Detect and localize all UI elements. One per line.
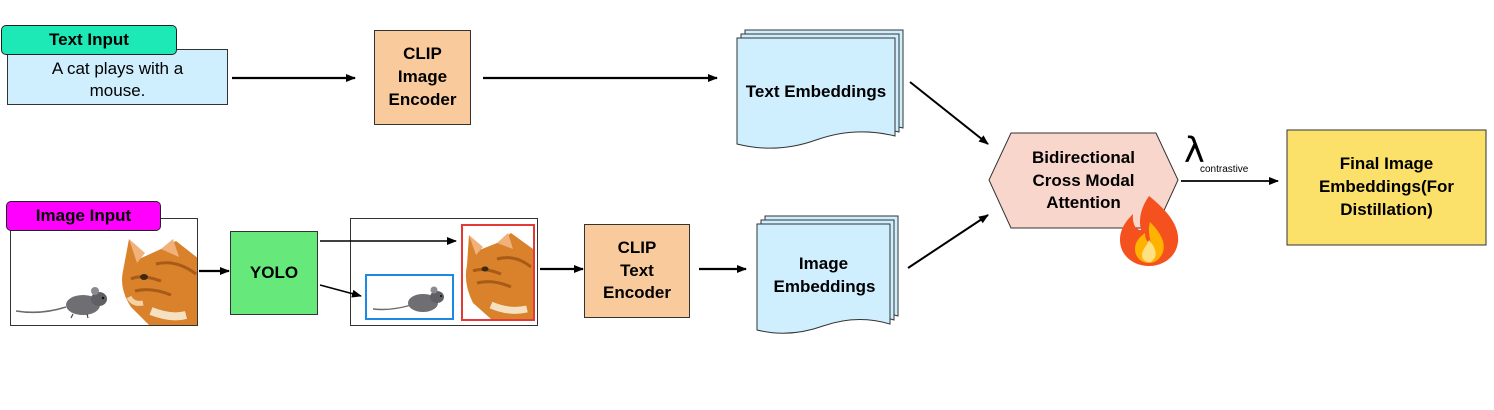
text-input-box: A cat plays with a mouse. [7, 49, 228, 105]
clip-image-encoder-node: CLIP Image Encoder [374, 30, 471, 125]
fire-icon [1120, 196, 1179, 266]
mouse-bounding-box [365, 274, 454, 320]
cat-figure [122, 239, 197, 325]
image-embeddings-stack [756, 215, 899, 334]
arrow-image-emb-to-attention [907, 214, 989, 269]
cat-crop-figure [465, 233, 533, 319]
image-embeddings-text: Image Embeddings [773, 254, 876, 296]
arrow-text-emb-to-attention [909, 81, 989, 145]
clip-text-encoder-node: CLIP Text Encoder [584, 224, 690, 318]
yolo-label: YOLO [249, 262, 299, 282]
mouse-figure [15, 287, 107, 319]
image-input-tag-label: Image Input [35, 206, 132, 225]
cross-attention-text: Bidirectional Cross Modal Attention [1032, 147, 1135, 213]
image-input-frame [10, 218, 198, 326]
cat-and-mouse-image [15, 239, 197, 325]
lambda-symbol: λ [1184, 131, 1205, 171]
yolo-node: YOLO [230, 231, 318, 315]
text-input-tag: Text Input [1, 25, 177, 55]
mouse-crop-figure [372, 286, 444, 312]
clip-text-encoder-label: CLIP Text Encoder [602, 237, 672, 303]
text-input-content: A cat plays with a mouse. [51, 58, 184, 100]
final-embeddings-box [1286, 129, 1487, 246]
arrow-yolo-to-mouse-crop [319, 284, 362, 298]
cross-attention-label: Bidirectional Cross Modal Attention [1011, 141, 1156, 221]
image-input-tag: Image Input [6, 201, 161, 231]
cat-bounding-box [461, 224, 535, 321]
lambda-subscript: contrastive [1200, 164, 1249, 175]
final-embeddings-text: Final Image Embeddings(For Distillation) [1318, 154, 1455, 219]
text-input-tag-label: Text Input [49, 30, 129, 49]
lambda-contrastive-label: λ contrastive [1182, 134, 1282, 178]
clip-image-encoder-label: CLIP Image Encoder [388, 44, 457, 109]
text-embeddings-text: Text Embeddings [745, 81, 887, 101]
detection-frame [350, 218, 538, 326]
image-embeddings-label: Image Embeddings [757, 240, 890, 312]
text-embeddings-label: Text Embeddings [737, 60, 895, 124]
final-embeddings-label: Final Image Embeddings(For Distillation) [1287, 130, 1486, 245]
text-embeddings-stack [736, 29, 904, 149]
detected-crops-image [365, 224, 535, 321]
